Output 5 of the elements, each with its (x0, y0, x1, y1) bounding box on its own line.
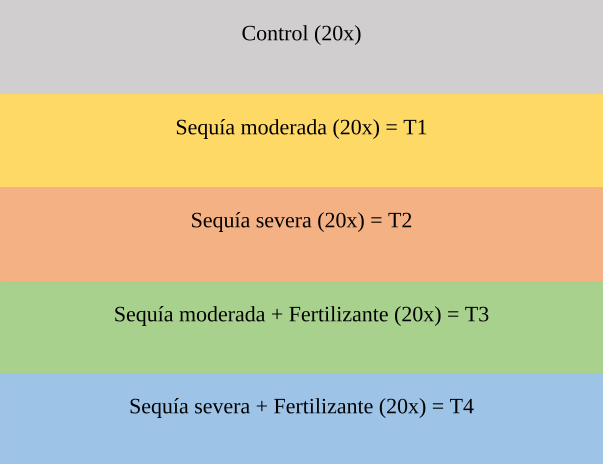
band: Sequía severa + Fertilizante (20x) = T4 (0, 373, 603, 464)
band: Sequía moderada + Fertilizante (20x) = T3 (0, 281, 603, 373)
band: Sequía severa (20x) = T2 (0, 187, 603, 281)
band: Sequía moderada (20x) = T1 (0, 94, 603, 187)
band: Control (20x) (0, 0, 603, 94)
